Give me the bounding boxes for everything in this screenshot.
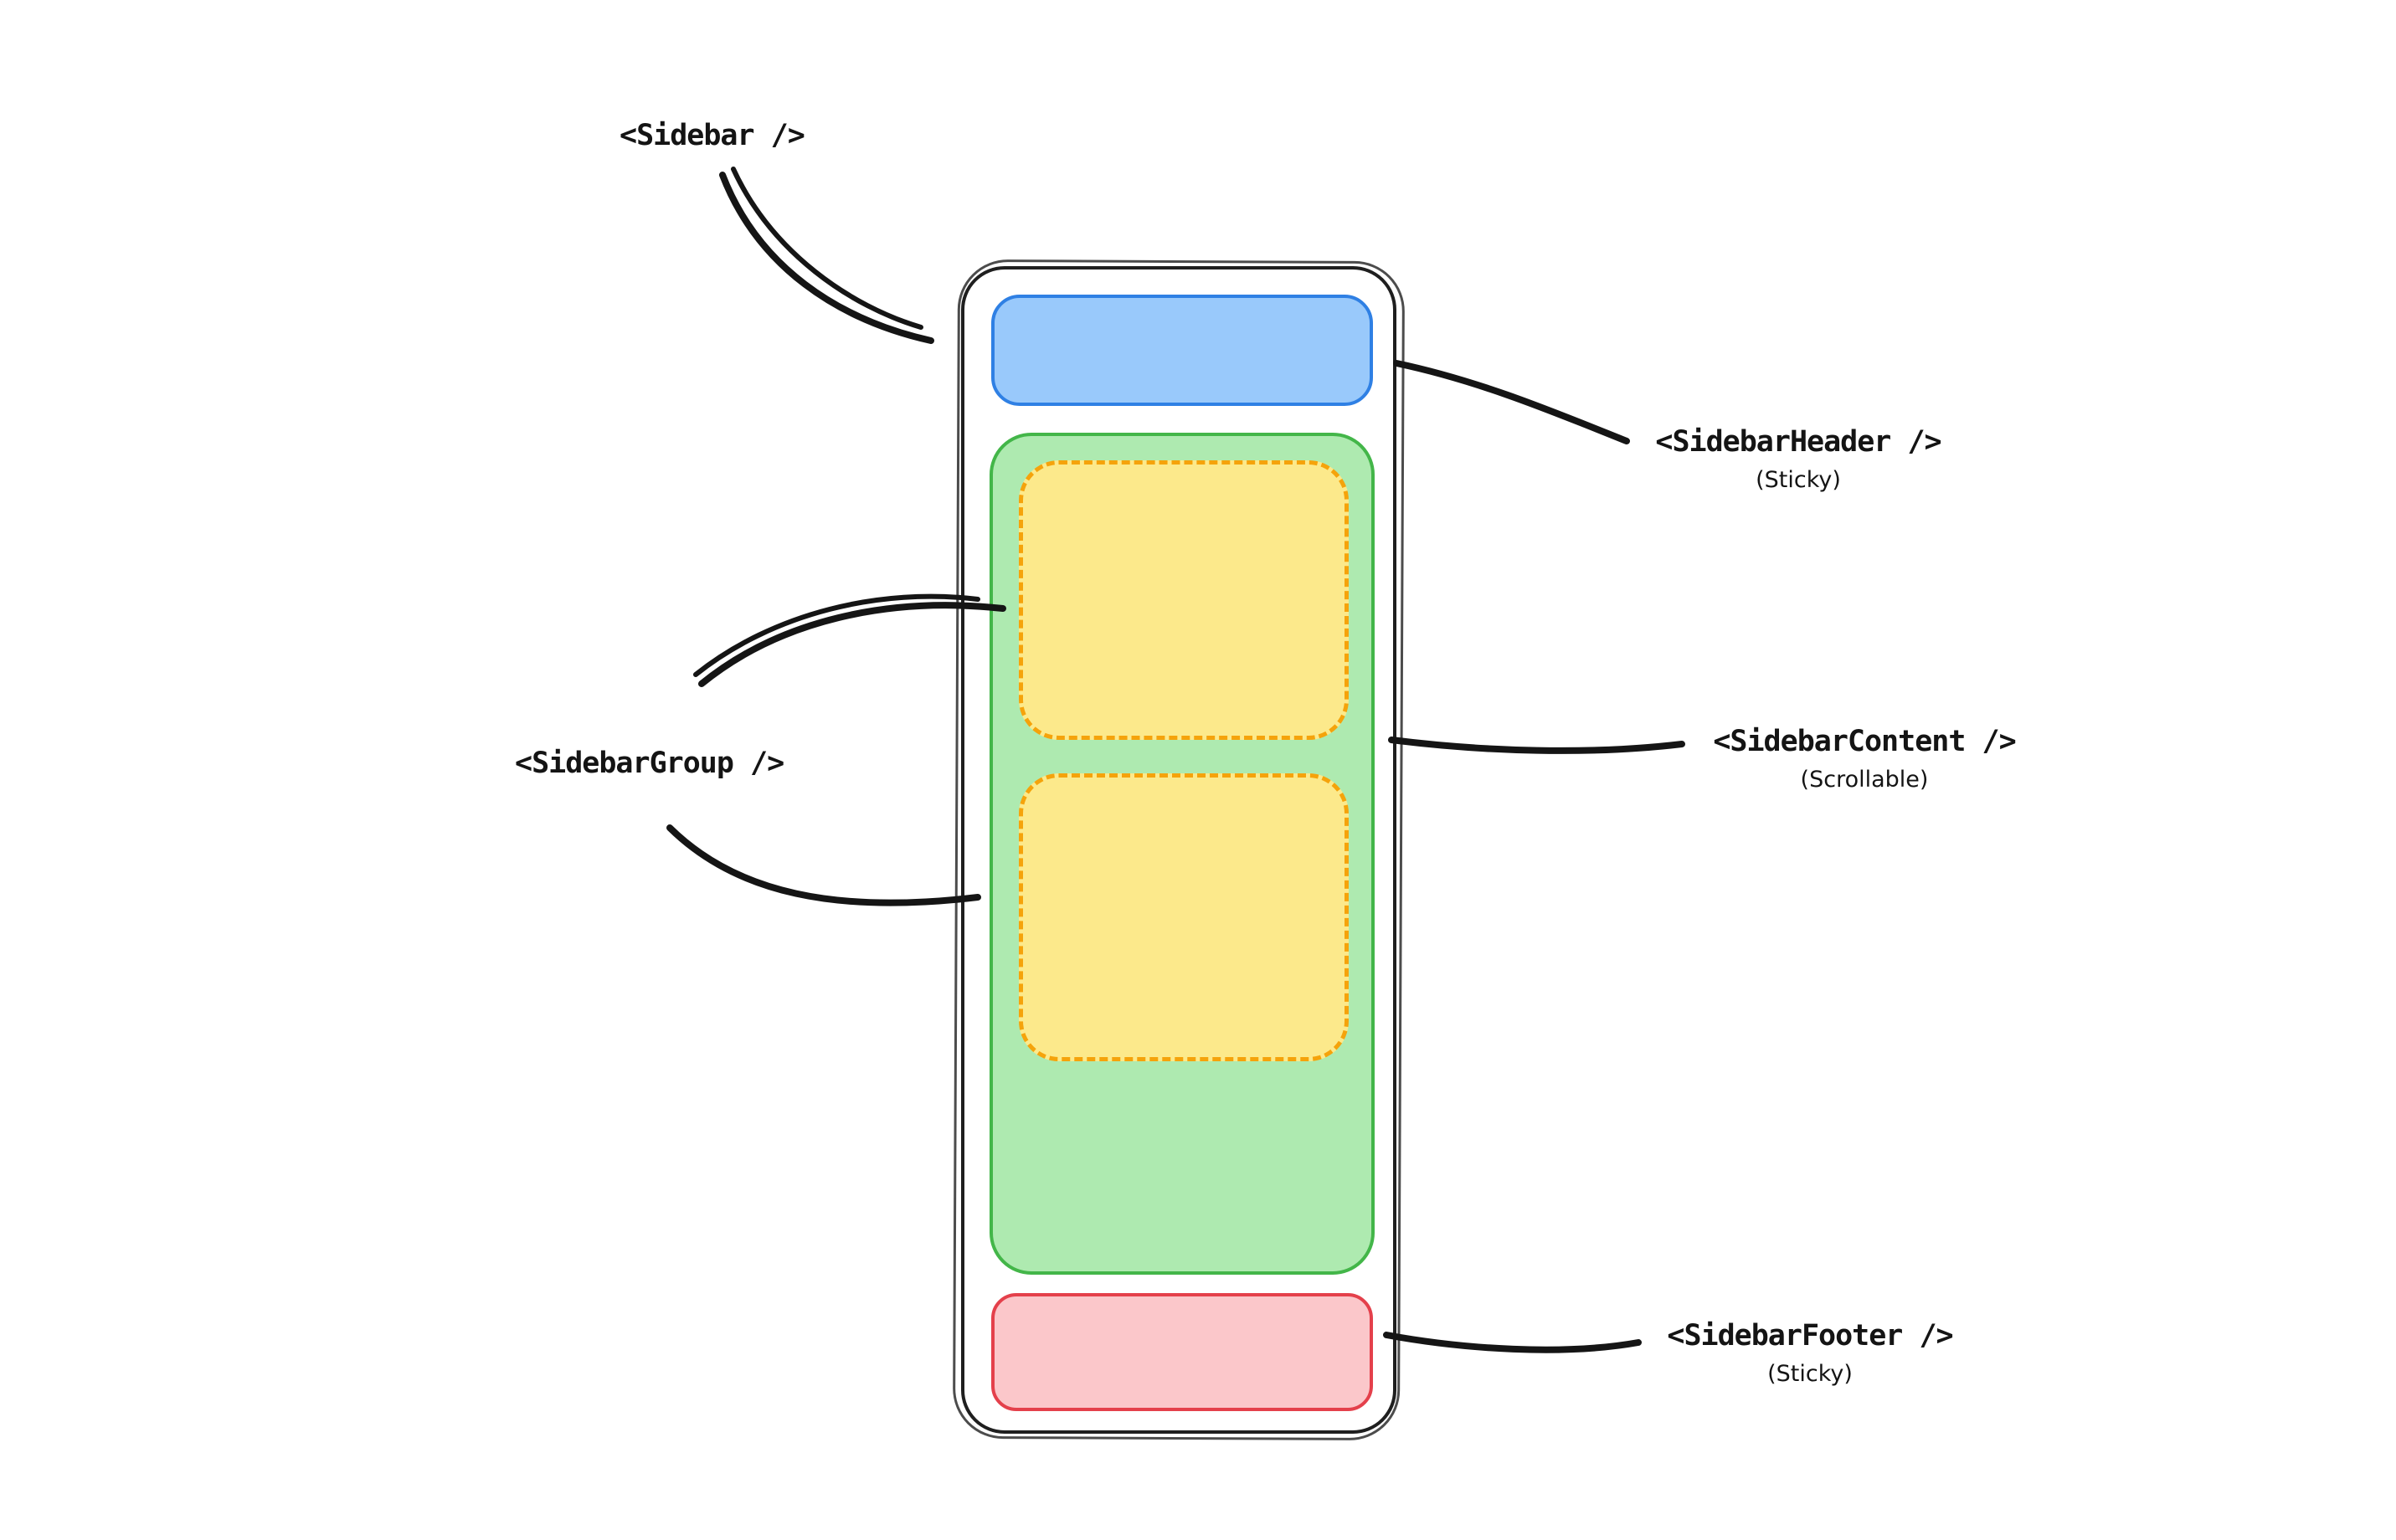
arrow-to-content (1388, 737, 1685, 754)
arrow-to-group-1 (698, 602, 1006, 687)
sidebar-group-shape-1 (1019, 460, 1349, 740)
sidebar-content-scrollable-note: (Scrollable) (1800, 767, 1929, 793)
sidebar-header-label-block: <SidebarHeader /> (Sticky) (1631, 425, 1966, 493)
sidebar-footer-label-block: <SidebarFooter /> (Sticky) (1643, 1319, 1977, 1387)
sidebar-label: <Sidebar /> (620, 119, 805, 152)
sidebar-footer-sticky-note: (Sticky) (1767, 1361, 1853, 1387)
sidebar-header-shape (991, 295, 1373, 406)
arrow-to-sidebar (719, 172, 934, 344)
sidebar-group-label: <SidebarGroup /> (515, 747, 784, 780)
sidebar-footer-shape (991, 1293, 1373, 1411)
arrow-to-group-2 (666, 824, 981, 906)
arrow-to-footer (1383, 1332, 1642, 1353)
sidebar-content-label: <SidebarContent /> (1713, 725, 2016, 758)
sidebar-content-label-block: <SidebarContent /> (Scrollable) (1684, 725, 2044, 793)
sidebar-group-shape-2 (1019, 773, 1349, 1061)
sidebar-header-sticky-note: (Sticky) (1756, 467, 1841, 493)
arrow-to-sidebar-echo (731, 167, 923, 330)
sidebar-footer-label: <SidebarFooter /> (1667, 1319, 1953, 1353)
sidebar-header-label: <SidebarHeader /> (1655, 425, 1941, 459)
sidebar-container-shape (952, 259, 1406, 1441)
arrow-to-header (1393, 360, 1630, 444)
arrow-to-group-1-echo (693, 593, 980, 677)
